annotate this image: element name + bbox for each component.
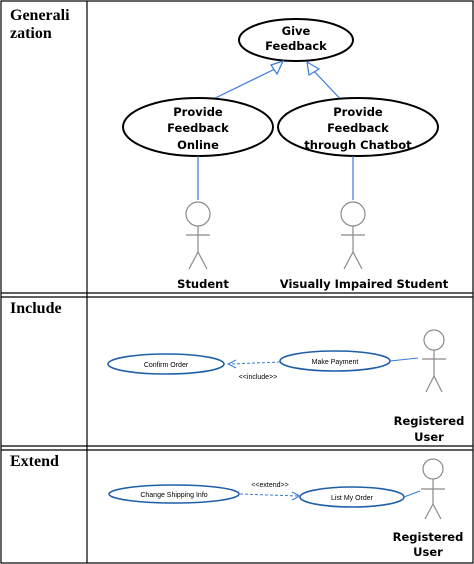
change-shipping-info-usecase: Change Shipping Info [108,484,240,504]
include-actor-label-line1: Registered [394,414,465,428]
list-my-order-usecase: List My Order [299,486,405,508]
student-actor-icon [185,201,211,270]
change-shipping-info-ellipse [108,484,240,504]
make-payment-text: Make Payment [312,359,359,366]
provide-feedback-chatbot-usecase: Provide Feedback through Chatbot [277,97,439,157]
provide-feedback-online-line1: Provide [173,105,223,119]
change-shipping-info-text: Change Shipping Info [140,492,207,499]
include-actor-association [389,357,419,362]
include-arrowhead [226,359,237,369]
provide-feedback-online-line2: Feedback [167,121,229,135]
confirm-order-text: Confirm Order [144,362,189,369]
student-actor-label: Student [177,277,229,291]
give-feedback-line1: Give [282,24,311,38]
row1-associations [197,156,354,200]
extend-actor-association [403,490,421,498]
provide-feedback-online-line3: Online [177,138,219,152]
include-actor-label-line2: User [414,430,444,444]
provide-feedback-online-usecase: Provide Feedback Online [122,97,274,157]
provide-feedback-chatbot-line1: Provide [333,105,383,119]
extend-stereotype-label: <<extend>> [251,482,288,489]
extend-actor-label-line1: Registered [393,530,464,544]
include-label: Include [10,300,62,317]
generalization-arrowhead-b [306,60,321,76]
include-registered-user-actor-icon [422,329,446,393]
give-feedback-ellipse [238,18,354,62]
extend-actor-label-line2: User [413,545,443,559]
list-my-order-text: List My Order [331,495,374,502]
include-stereotype-label: <<include>> [239,374,278,381]
extend-registered-user-actor-icon [421,458,445,520]
visually-impaired-student-actor-icon [340,201,366,270]
visually-impaired-student-actor-label: Visually Impaired Student [280,277,449,291]
provide-feedback-chatbot-line3: through Chatbot [304,138,412,152]
generalization-arrowhead-a [270,59,285,76]
generalization-label-line1: Generali [10,7,70,24]
generalization-label-line2: zation [10,25,52,42]
confirm-order-ellipse [107,353,225,375]
confirm-order-usecase: Confirm Order [107,353,225,375]
include-dashed-line [229,361,281,365]
provide-feedback-chatbot-ellipse [277,97,439,157]
extend-arrowhead [291,491,302,501]
give-feedback-line2: Feedback [265,39,327,53]
make-payment-usecase: Make Payment [279,350,391,372]
extend-relation [239,491,302,501]
provide-feedback-chatbot-line2: Feedback [327,121,389,135]
include-relation [226,359,281,369]
extend-dashed-line [239,493,299,497]
give-feedback-usecase: Give Feedback [238,18,354,62]
generalization-arrows [202,59,346,105]
extend-label: Extend [10,453,59,470]
